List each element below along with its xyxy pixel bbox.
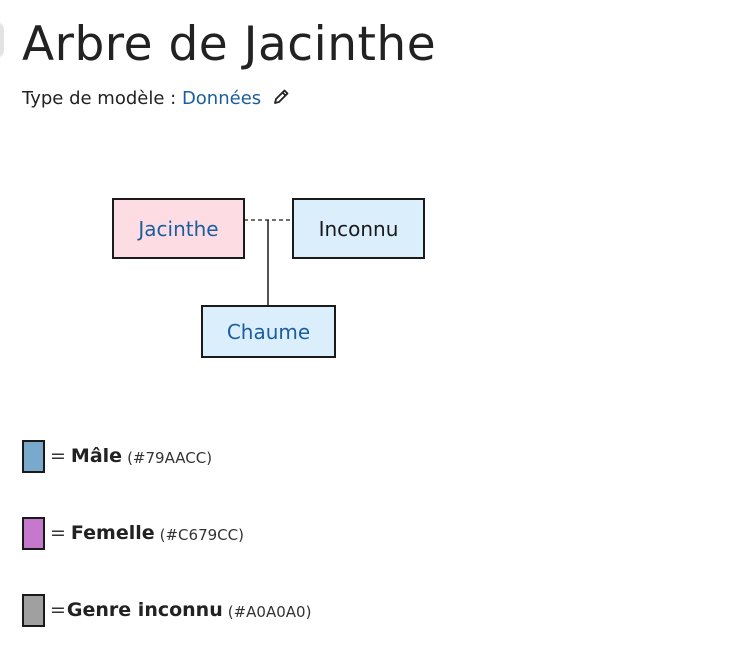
legend-equals: =	[50, 445, 66, 467]
legend-code-female: (#C679CC)	[159, 525, 244, 544]
legend-label-unknown: Genre inconnu	[66, 599, 223, 621]
legend-female: = Femelle (#C679CC)	[22, 516, 244, 550]
legend-code-male: (#79AACC)	[127, 448, 213, 467]
person-box-chaume[interactable]: Chaume	[201, 305, 336, 358]
person-name-jacinthe[interactable]: Jacinthe	[138, 216, 219, 241]
person-name-chaume[interactable]: Chaume	[226, 319, 311, 344]
page-title: Arbre de Jacinthe	[22, 17, 437, 72]
legend-label-female: Femelle	[70, 522, 155, 544]
legend-equals: =	[50, 599, 66, 621]
legend-unknown: = Genre inconnu (#A0A0A0)	[22, 593, 311, 627]
model-type-label: Type de modèle :	[22, 88, 177, 109]
unknown-color-swatch	[22, 593, 45, 627]
model-type-line: Type de modèle : Données	[22, 87, 290, 111]
female-color-swatch	[22, 516, 45, 550]
legend-male: = Mâle (#79AACC)	[22, 439, 212, 473]
legend-equals: =	[50, 522, 66, 544]
person-box-jacinthe[interactable]: Jacinthe	[112, 198, 245, 259]
sidebar-edge	[0, 22, 4, 58]
tree-connectors	[244, 219, 292, 305]
person-name-inconnu: Inconnu	[318, 216, 399, 241]
male-color-swatch	[22, 439, 45, 473]
pencil-icon[interactable]	[272, 88, 290, 106]
legend-label-male: Mâle	[70, 445, 123, 467]
person-box-inconnu: Inconnu	[292, 198, 425, 259]
model-type-link[interactable]: Données	[181, 88, 262, 109]
legend-code-unknown: (#A0A0A0)	[227, 602, 312, 621]
family-tree: Jacinthe Inconnu Chaume	[112, 198, 425, 358]
